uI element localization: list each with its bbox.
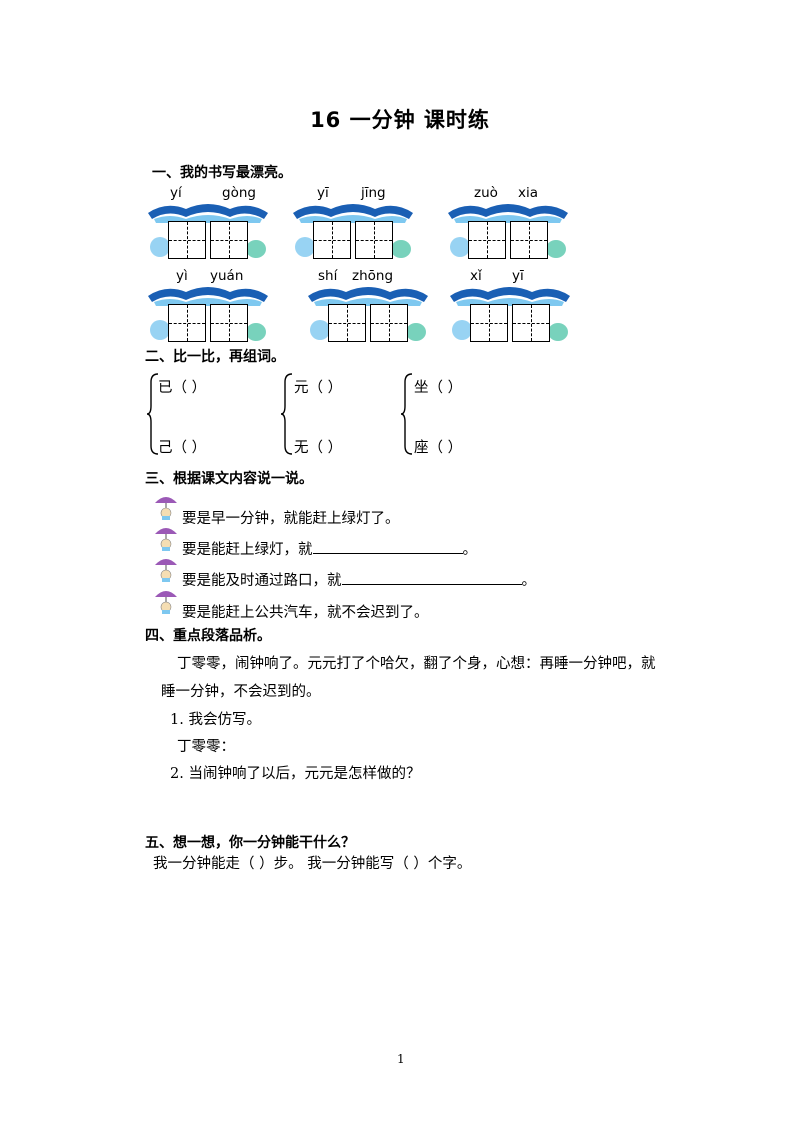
passage-line-2: 睡一分钟，不会迟到的。 xyxy=(161,684,321,700)
section5-line: 我一分钟能走（ ）步。 我一分钟能写（ ）个字。 xyxy=(153,856,472,872)
pinyin-1: yī xyxy=(317,185,329,201)
writing-grid-item: shí zhōng xyxy=(306,268,436,350)
page-title: 16 一分钟 课时练 xyxy=(310,108,490,132)
sentence-text: 要是能赶上绿灯，就 xyxy=(182,542,313,558)
writing-box[interactable] xyxy=(313,221,351,259)
word-group-2-top: 元（ ） xyxy=(294,380,343,396)
question-2: 2. 当闹钟响了以后，元元是怎样做的？ xyxy=(170,766,421,782)
pinyin-2: gòng xyxy=(222,185,256,201)
brace-icon xyxy=(400,373,413,455)
writing-boxes xyxy=(470,304,550,342)
writing-grid-item: xǐ yī xyxy=(448,268,578,350)
writing-box[interactable] xyxy=(328,304,366,342)
writing-box[interactable] xyxy=(468,221,506,259)
sentence-line: 要是早一分钟，就能赶上绿灯了。 xyxy=(182,507,400,528)
pinyin-2: zhōng xyxy=(352,268,394,284)
section5-heading: 五、想一想，你一分钟能干什么？ xyxy=(145,835,355,851)
pinyin-2: yī xyxy=(512,268,524,284)
writing-grid-item: yī jīng xyxy=(291,185,421,267)
section3-heading: 三、根据课文内容说一说。 xyxy=(145,471,313,487)
pinyin-1: yì xyxy=(176,268,188,284)
section4-heading: 四、重点段落品析。 xyxy=(145,628,271,644)
question-1: 1. 我会仿写。 xyxy=(170,712,261,728)
answer-blank[interactable] xyxy=(312,553,463,554)
writing-box[interactable] xyxy=(510,221,548,259)
writing-box[interactable] xyxy=(168,221,206,259)
sentence-text: 要是能赶上公共汽车，就不会迟到了。 xyxy=(182,605,429,621)
writing-box[interactable] xyxy=(210,304,248,342)
brace-icon xyxy=(280,373,293,455)
umbrella-icon xyxy=(153,587,179,615)
writing-boxes xyxy=(468,221,548,259)
passage-line-1: 丁零零，闹钟响了。元元打了个哈欠，翻了个身，心想：再睡一分钟吧，就 xyxy=(177,656,656,672)
word-group-1-top: 已（ ） xyxy=(158,380,207,396)
sentence-tail: 。 xyxy=(462,542,478,558)
brace-icon xyxy=(146,373,159,455)
sentence-text: 要是能及时通过路口，就 xyxy=(182,573,342,589)
page-number: 1 xyxy=(397,1052,405,1066)
umbrella-icon xyxy=(153,524,179,552)
sentence-text: 要是早一分钟，就能赶上绿灯了。 xyxy=(182,511,400,527)
word-group-2-bottom: 无（ ） xyxy=(294,440,343,456)
writing-grid-item: yí gòng xyxy=(146,185,276,267)
pinyin-1: zuò xyxy=(474,185,498,201)
word-group-3-top: 坐（ ） xyxy=(414,380,463,396)
pinyin-1: xǐ xyxy=(470,268,482,284)
writing-boxes xyxy=(168,304,248,342)
section2-heading: 二、比一比，再组词。 xyxy=(145,349,285,365)
writing-box[interactable] xyxy=(470,304,508,342)
umbrella-icon xyxy=(153,555,179,583)
umbrella-icon xyxy=(153,493,179,521)
sentence-tail: 。 xyxy=(521,573,537,589)
sentence-line: 要是能及时通过路口，就 。 xyxy=(182,569,536,590)
answer-blank[interactable] xyxy=(341,584,522,585)
pinyin-2: xia xyxy=(518,185,539,201)
word-group-1-bottom: 己（ ） xyxy=(158,440,207,456)
sentence-line: 要是能赶上绿灯，就 。 xyxy=(182,538,477,559)
writing-boxes xyxy=(328,304,408,342)
question-1-answer-prefix: 丁零零： xyxy=(177,739,235,755)
word-group-3-bottom: 座（ ） xyxy=(414,440,463,456)
writing-box[interactable] xyxy=(370,304,408,342)
pinyin-2: jīng xyxy=(361,185,386,201)
writing-box[interactable] xyxy=(355,221,393,259)
pinyin-1: yí xyxy=(170,185,182,201)
writing-grid-item: zuò xia xyxy=(446,185,576,267)
writing-box[interactable] xyxy=(512,304,550,342)
pinyin-1: shí xyxy=(318,268,338,284)
sentence-line: 要是能赶上公共汽车，就不会迟到了。 xyxy=(182,601,429,622)
writing-box[interactable] xyxy=(168,304,206,342)
section1-heading: 一、我的书写最漂亮。 xyxy=(152,165,292,181)
writing-boxes xyxy=(313,221,393,259)
writing-box[interactable] xyxy=(210,221,248,259)
pinyin-2: yuán xyxy=(210,268,244,284)
writing-grid-item: yì yuán xyxy=(146,268,276,350)
writing-boxes xyxy=(168,221,248,259)
